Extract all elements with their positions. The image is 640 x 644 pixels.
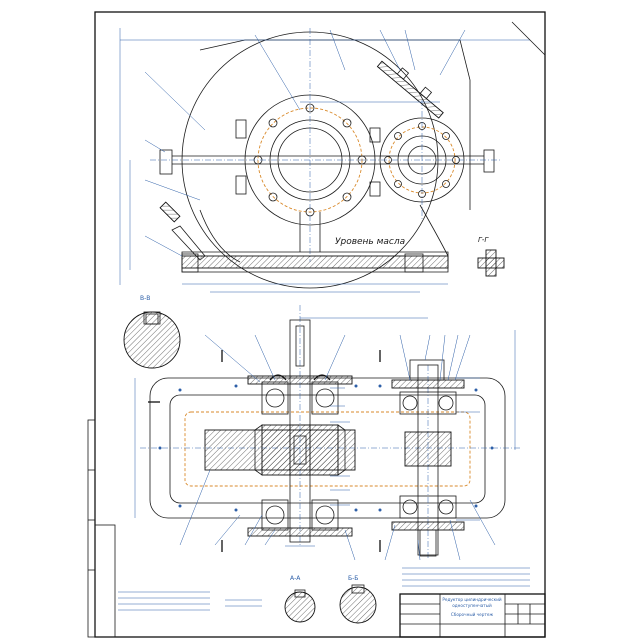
pinion-gear [404, 431, 452, 467]
title-name-line2: одноступенчатый [452, 603, 492, 608]
title-name-line3: Сборочный чертеж [451, 612, 494, 617]
top-view: Уровень масла [119, 21, 546, 293]
left-margin-strip [87, 419, 96, 638]
title-name-line1: Редуктор цилиндрический [442, 597, 502, 602]
section-v-v: В-В [123, 295, 181, 369]
technical-notes [118, 591, 262, 611]
section-bb2-title: Б-Б [348, 575, 358, 582]
binding-strip [94, 524, 116, 638]
technical-requirements [402, 567, 530, 587]
section-gg-title: Г-Г [478, 236, 489, 244]
section-a-a: А-А [284, 575, 316, 623]
inspection-cover [376, 60, 444, 119]
sheet-frame [94, 11, 546, 638]
oil-level-label: Уровень масла [335, 237, 405, 247]
oil-dipstick [159, 201, 181, 223]
plan-view [134, 305, 520, 561]
section-g-g: Г-Г [477, 236, 505, 277]
title-block: Редуктор цилиндрический одноступенчатый … [399, 593, 546, 638]
section-b-b: Б-Б [339, 575, 377, 624]
section-vv-title: В-В [140, 295, 150, 302]
section-aa-title: А-А [290, 575, 301, 582]
